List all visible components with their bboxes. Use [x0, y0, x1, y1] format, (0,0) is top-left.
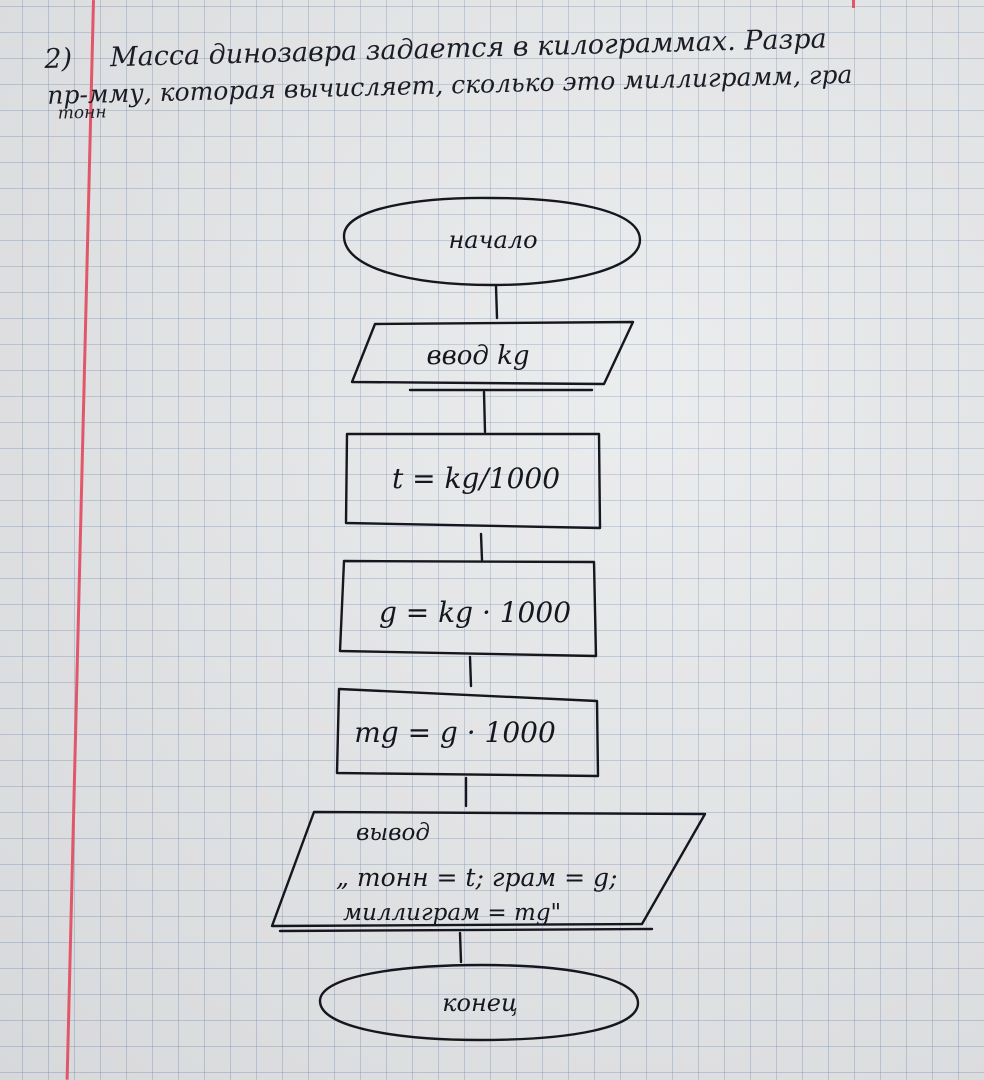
process-milligrams-label: mg = g · 1000 [354, 716, 556, 749]
connector-1 [494, 284, 499, 320]
output-line-1: „ тонн = t; грам = g; [336, 863, 617, 892]
end-label: конец [442, 989, 518, 1017]
input-label: ввод kg [426, 341, 529, 371]
process-tons-label: t = kg/1000 [392, 462, 560, 495]
output-block: вывод „ тонн = t; грам = g; миллиграм = … [270, 810, 707, 933]
connector-6 [458, 931, 463, 964]
end-terminator: конец [318, 963, 640, 1042]
connector-4 [468, 655, 473, 688]
start-label: начало [448, 226, 537, 254]
red-margin-mark [852, 0, 855, 8]
output-line-2: миллиграм = mg" [343, 900, 561, 926]
process-grams: g = kg · 1000 [338, 559, 598, 658]
start-terminator: начало [342, 196, 642, 287]
input-block: ввод kg [350, 320, 635, 392]
process-grams-label: g = kg · 1000 [379, 596, 571, 629]
connector-2 [482, 390, 487, 434]
output-underline [278, 927, 654, 933]
process-milligrams: mg = g · 1000 [335, 687, 600, 778]
output-title: вывод [356, 820, 430, 846]
process-tons: t = kg/1000 [344, 432, 602, 530]
connector-3 [479, 532, 484, 562]
